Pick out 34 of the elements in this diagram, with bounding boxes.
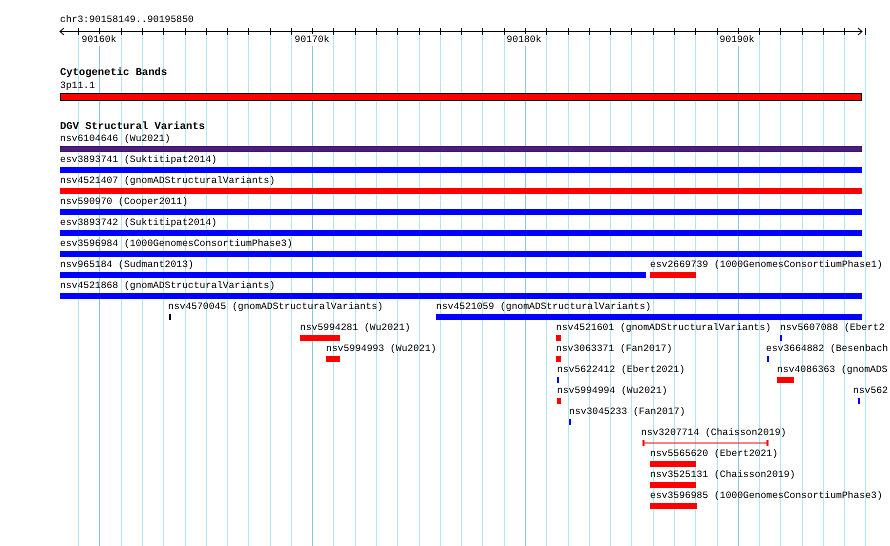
feature-label: nsv562	[853, 385, 888, 397]
feature-label: nsv3045233 (Fan2017)	[569, 406, 686, 418]
feature-label: 3p11.1	[60, 80, 95, 92]
track-title: DGV Structural Variants	[60, 121, 205, 133]
feature-label: esv3893741 (Suktitipat2014)	[60, 154, 217, 166]
feature-label: nsv4521407 (gnomADStructuralVariants)	[60, 175, 276, 187]
tick-label: 90170k	[294, 34, 330, 46]
feature-label: nsv4521868 (gnomADStructuralVariants)	[60, 280, 276, 292]
feature-label: nsv5994281 (Wu2021)	[300, 322, 410, 334]
locus-label: chr3:90158149..90195850	[60, 14, 194, 26]
feature-label: esv3596985 (1000GenomesConsortiumPhase3)	[650, 490, 883, 502]
feature-label: esv3664882 (Besenbach	[766, 343, 888, 355]
tick-label: 90160k	[80, 34, 118, 46]
feature-label: nsv4521601 (gnomADStructuralVariants)	[556, 322, 772, 334]
feature-label: nsv5622412 (Ebert2021)	[557, 364, 685, 376]
tick-label: 90180k	[506, 34, 542, 46]
feature-label: nsv4570045 (gnomADStructuralVariants)	[168, 301, 384, 313]
feature-label: nsv3063371 (Fan2017)	[556, 343, 672, 355]
feature-label: nsv3207714 (Chaisson2019)	[641, 427, 786, 439]
feature-label: nsv5994993 (Wu2021)	[326, 343, 436, 355]
feature-label: nsv4521059 (gnomADStructuralVariants)	[436, 301, 652, 313]
feature-label: nsv5994994 (Wu2021)	[557, 385, 668, 397]
feature-label: nsv3525131 (Chaisson2019)	[650, 469, 796, 481]
feature-label: nsv5607088 (Ebert2	[780, 322, 885, 334]
feature-label: nsv6104646 (Wu2021)	[60, 133, 170, 145]
tick-label: 90190k	[718, 34, 756, 46]
feature-label: nsv590970 (Cooper2011)	[60, 196, 188, 208]
feature-label: nsv5565620 (Ebert2021)	[650, 448, 778, 460]
feature-label: esv2669739 (1000GenomesConsortiumPhase1)	[650, 259, 883, 271]
feature-label: nsv965184 (Sudmant2013)	[60, 259, 194, 271]
feature-label: esv3596984 (1000GenomesConsortiumPhase3)	[60, 238, 293, 250]
track-title: Cytogenetic Bands	[60, 67, 168, 79]
feature-label: esv3893742 (Suktitipat2014)	[60, 217, 217, 229]
feature-label: nsv4086363 (gnomADS	[777, 364, 888, 376]
